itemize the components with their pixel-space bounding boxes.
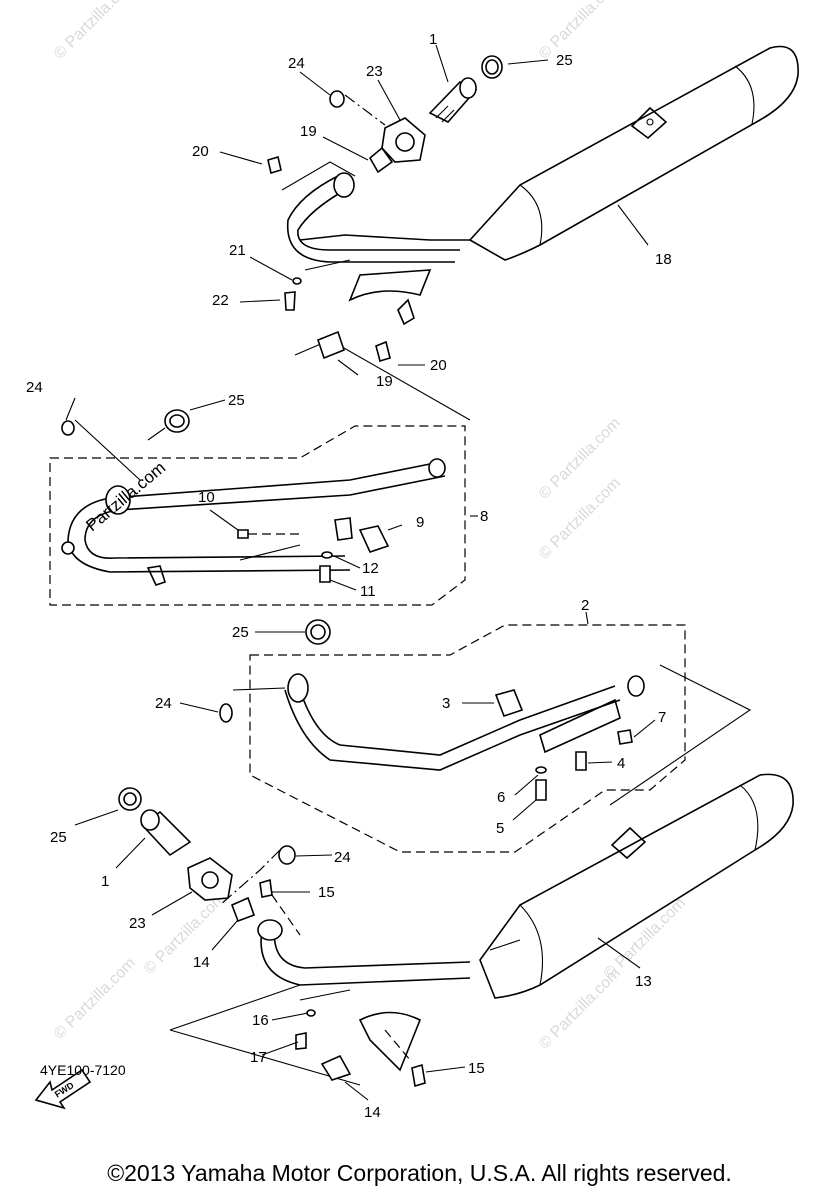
part-24-top bbox=[329, 90, 345, 108]
part-25-left bbox=[147, 409, 190, 441]
part-5-bolt bbox=[535, 779, 547, 801]
watermark: © Partzilla.com bbox=[141, 890, 229, 978]
part-7 bbox=[617, 729, 633, 745]
leader-lines bbox=[65, 44, 656, 1101]
part-12-washer bbox=[321, 551, 333, 559]
part-20-mid-bolt bbox=[375, 340, 391, 363]
diagram-code: 4YE100-7120 bbox=[40, 1062, 126, 1078]
callout-5: 5 bbox=[496, 820, 504, 837]
callout-16: 16 bbox=[252, 1012, 269, 1029]
part-10 bbox=[237, 529, 300, 539]
callout-19: 19 bbox=[376, 373, 393, 390]
callout-25: 25 bbox=[50, 829, 67, 846]
part-15-top-bolt bbox=[259, 878, 301, 936]
callout-9: 9 bbox=[416, 514, 424, 531]
callout-4: 4 bbox=[617, 755, 625, 772]
callout-24: 24 bbox=[334, 849, 351, 866]
callout-20: 20 bbox=[430, 357, 447, 374]
part-22-bolt bbox=[284, 291, 296, 311]
callout-20: 20 bbox=[192, 143, 209, 160]
part-15-low-bolt bbox=[411, 1063, 426, 1088]
part-25-top bbox=[481, 55, 503, 79]
muffler-assembly-bottom bbox=[169, 773, 794, 1086]
callout-19: 19 bbox=[300, 123, 317, 140]
callout-11: 11 bbox=[360, 583, 376, 600]
part-9 bbox=[358, 525, 390, 553]
part-1-low bbox=[140, 809, 192, 857]
part-24-left bbox=[61, 419, 141, 481]
callout-14: 14 bbox=[364, 1104, 381, 1121]
fwd-arrow-icon: FWD bbox=[34, 1068, 92, 1110]
callout-1: 1 bbox=[429, 31, 437, 48]
callout-24: 24 bbox=[26, 379, 43, 396]
part-19-mid bbox=[317, 330, 345, 360]
callout-3: 3 bbox=[442, 695, 450, 712]
brand-watermark: Partzilla.com bbox=[82, 458, 169, 535]
watermark: © Partzilla.com bbox=[51, 955, 139, 1043]
part-14-top bbox=[230, 896, 256, 923]
part-8-group bbox=[49, 425, 466, 606]
part-2-group bbox=[249, 624, 752, 853]
callout-25: 25 bbox=[556, 52, 573, 69]
part-4 bbox=[575, 751, 587, 771]
callout-18: 18 bbox=[655, 251, 672, 268]
part-16-washer bbox=[306, 1009, 316, 1017]
part-25-mid-ring bbox=[305, 619, 331, 645]
callout-2: 2 bbox=[581, 597, 589, 614]
copyright-notice: ©2013 Yamaha Motor Corporation, U.S.A. A… bbox=[107, 1160, 732, 1186]
part-6-washer bbox=[535, 766, 547, 774]
callout-23: 23 bbox=[366, 63, 383, 80]
callout-15: 15 bbox=[468, 1060, 485, 1077]
callout-10: 10 bbox=[198, 489, 215, 506]
watermark: © Partzilla.com bbox=[51, 0, 139, 63]
part-19-top bbox=[368, 146, 394, 174]
part-23-top bbox=[381, 117, 426, 163]
part-14-low bbox=[320, 1054, 352, 1081]
part-24-low bbox=[278, 845, 296, 865]
part-20-top-bolt bbox=[267, 155, 282, 175]
callout-25: 25 bbox=[232, 624, 249, 641]
callout-25: 25 bbox=[228, 392, 245, 409]
callout-12: 12 bbox=[362, 560, 379, 577]
part-17-bolt bbox=[295, 1032, 307, 1050]
part-24-mid bbox=[219, 687, 286, 723]
part-25-low-ring bbox=[118, 787, 142, 811]
callout-1: 1 bbox=[101, 873, 109, 890]
callout-24: 24 bbox=[288, 55, 305, 72]
callout-7: 7 bbox=[658, 709, 666, 726]
part-21-washer bbox=[292, 277, 302, 285]
callout-22: 22 bbox=[212, 292, 229, 309]
callouts: 1 25 24 23 19 20 18 21 22 19 20 24 25 10… bbox=[26, 31, 672, 1121]
callout-13: 13 bbox=[635, 973, 652, 990]
callout-23: 23 bbox=[129, 915, 146, 932]
watermark: © Partzilla.com bbox=[536, 0, 624, 63]
callout-8: 8 bbox=[480, 508, 488, 525]
callout-15: 15 bbox=[318, 884, 335, 901]
part-23-low bbox=[187, 857, 233, 901]
part-11-bolt bbox=[319, 565, 331, 583]
callout-17: 17 bbox=[250, 1049, 267, 1066]
part-1-top bbox=[428, 77, 478, 123]
muffler-assembly-top bbox=[281, 45, 799, 421]
callout-6: 6 bbox=[497, 789, 505, 806]
part-3 bbox=[494, 689, 524, 718]
callout-14: 14 bbox=[193, 954, 210, 971]
callout-21: 21 bbox=[229, 242, 246, 259]
callout-24: 24 bbox=[155, 695, 172, 712]
